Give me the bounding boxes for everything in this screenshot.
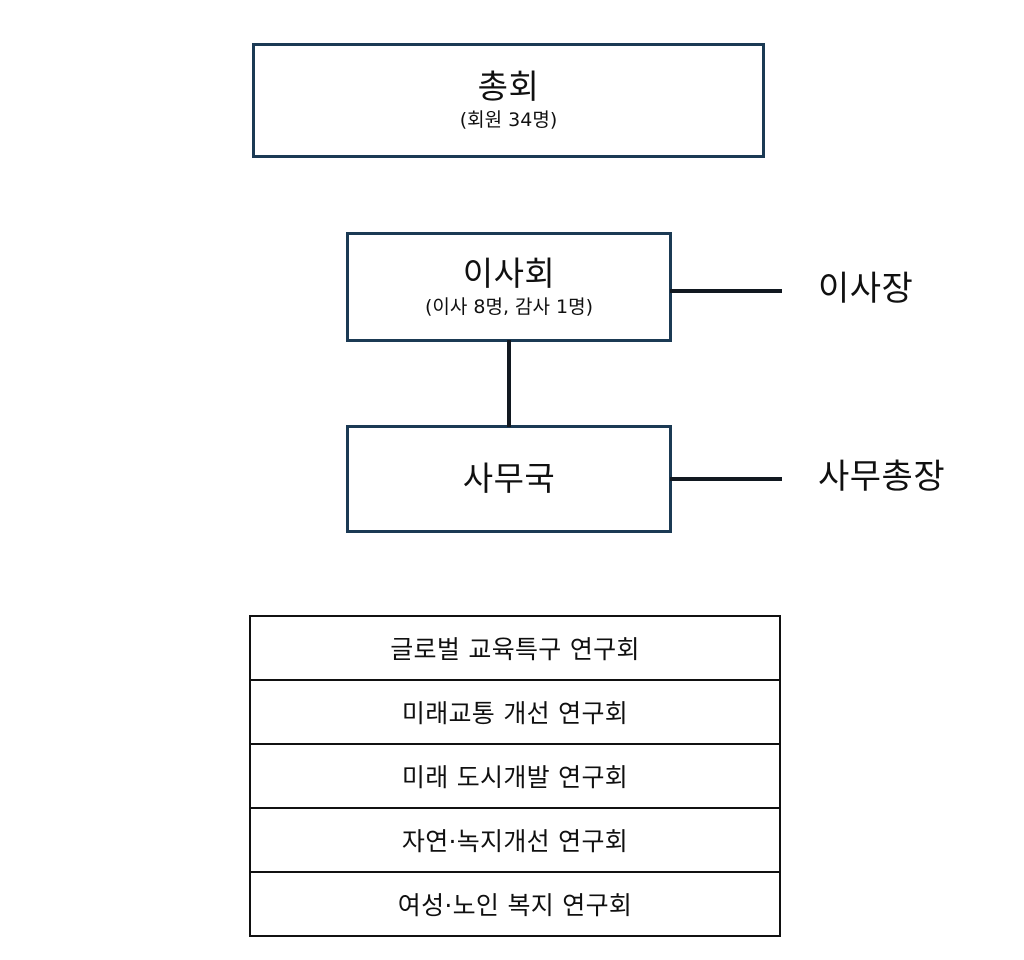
connector-secretariat-to-secretary-general xyxy=(670,477,782,481)
org-node-board-subtitle: (이사 8명, 감사 1명) xyxy=(424,295,594,318)
research-groups-table: 글로벌 교육특구 연구회 미래교통 개선 연구회 미래 도시개발 연구회 자연·… xyxy=(249,615,781,937)
role-label-secretary-general: 사무총장 xyxy=(818,457,946,497)
org-node-assembly-title: 총회 xyxy=(477,67,540,107)
org-node-board: 이사회 (이사 8명, 감사 1명) xyxy=(346,232,672,342)
research-group-row-3: 미래 도시개발 연구회 xyxy=(251,744,779,809)
org-node-secretariat: 사무국 xyxy=(346,425,672,533)
research-group-row-4: 자연·녹지개선 연구회 xyxy=(251,808,779,873)
connector-board-to-secretariat xyxy=(507,340,511,427)
org-node-board-title: 이사회 xyxy=(462,253,556,293)
table-row: 미래교통 개선 연구회 xyxy=(251,680,779,745)
connector-board-to-chairman xyxy=(670,289,782,293)
org-node-assembly: 총회 (회원 34명) xyxy=(252,43,765,158)
research-group-row-2: 미래교통 개선 연구회 xyxy=(251,680,779,745)
research-group-row-1: 글로벌 교육특구 연구회 xyxy=(251,617,779,681)
research-group-row-5: 여성·노인 복지 연구회 xyxy=(397,891,633,920)
org-node-assembly-subtitle: (회원 34명) xyxy=(459,109,558,132)
table-row: 글로벌 교육특구 연구회 xyxy=(251,617,779,681)
research-groups-table-body: 글로벌 교육특구 연구회 미래교통 개선 연구회 미래 도시개발 연구회 자연·… xyxy=(251,617,779,935)
table-row: 자연·녹지개선 연구회 xyxy=(251,808,779,873)
table-row: 여성·노인 복지 연구회 xyxy=(251,872,779,935)
role-label-chairman: 이사장 xyxy=(818,269,914,309)
table-row: 미래 도시개발 연구회 xyxy=(251,744,779,809)
org-node-secretariat-title: 사무국 xyxy=(462,458,556,498)
